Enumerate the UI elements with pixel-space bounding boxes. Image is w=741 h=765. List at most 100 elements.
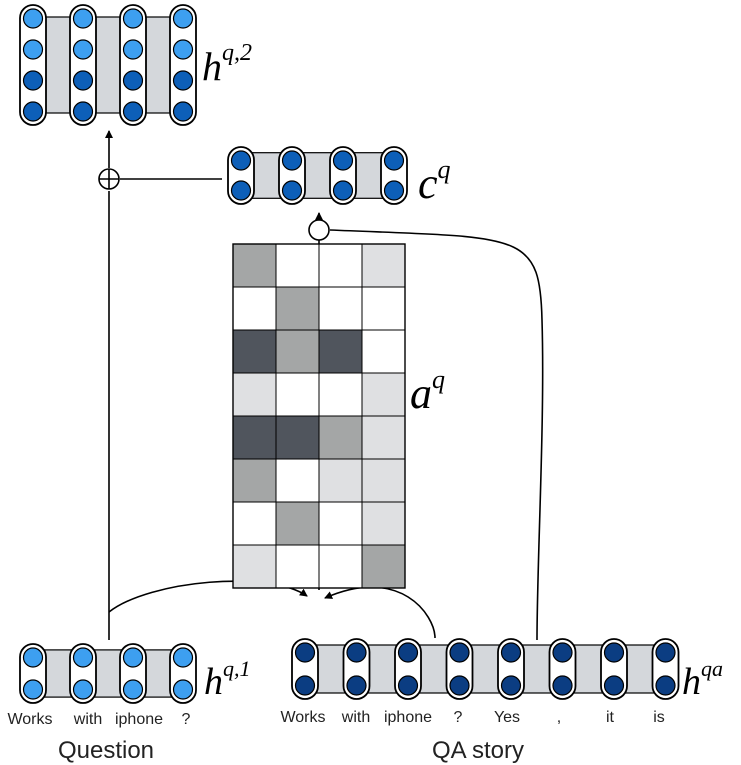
attention-cell bbox=[318, 372, 363, 417]
token-word: ? bbox=[454, 709, 463, 726]
vector-unit bbox=[552, 675, 573, 696]
hq2-vectors bbox=[19, 4, 197, 126]
vector-unit bbox=[122, 101, 144, 122]
attention-cell bbox=[232, 415, 277, 460]
vector-unit bbox=[332, 180, 354, 201]
vector-unit bbox=[603, 675, 625, 696]
sum-operator bbox=[98, 168, 120, 190]
vector-unit bbox=[72, 679, 94, 700]
label-c-q: cq bbox=[418, 155, 451, 208]
attention-cell bbox=[361, 243, 406, 288]
attention-cell bbox=[232, 372, 277, 417]
label-h-q1: hq,1 bbox=[204, 656, 251, 703]
vector-band bbox=[32, 649, 184, 698]
label-a-q: aq bbox=[410, 365, 445, 418]
vector-unit bbox=[655, 675, 676, 696]
vector-unit bbox=[172, 8, 194, 29]
attention-cell bbox=[275, 372, 320, 417]
vector-unit bbox=[22, 101, 44, 122]
hidden-vector bbox=[169, 643, 197, 704]
hidden-vector bbox=[169, 4, 197, 126]
token-word: it bbox=[606, 709, 615, 726]
vector-unit bbox=[294, 675, 316, 696]
vector-unit bbox=[500, 675, 522, 696]
label-h-q2: hq,2 bbox=[202, 40, 252, 89]
attention-cell bbox=[275, 415, 320, 460]
token-word: ? bbox=[182, 711, 191, 728]
vector-unit bbox=[172, 70, 194, 91]
vector-unit bbox=[72, 70, 94, 91]
hidden-vector bbox=[394, 638, 422, 700]
attention-cell bbox=[318, 329, 363, 374]
attention-cell bbox=[232, 286, 277, 331]
token-word: with bbox=[73, 711, 102, 728]
attention-cell bbox=[318, 458, 363, 503]
vector-unit bbox=[230, 180, 252, 201]
vector-unit bbox=[383, 180, 405, 201]
question-caption: Question bbox=[58, 737, 154, 764]
hidden-vector bbox=[69, 4, 97, 126]
attention-cell bbox=[318, 286, 363, 331]
vector-unit bbox=[397, 675, 419, 696]
vector-unit bbox=[281, 180, 303, 201]
hidden-vector bbox=[445, 638, 474, 700]
story-caption: QA story bbox=[432, 737, 524, 764]
attention-cell bbox=[275, 286, 320, 331]
token-word: Works bbox=[280, 709, 325, 726]
vector-band bbox=[32, 16, 184, 114]
vector-unit bbox=[72, 8, 94, 29]
attention-matrix bbox=[232, 243, 406, 589]
vector-unit bbox=[346, 642, 367, 663]
vector-unit bbox=[172, 679, 194, 700]
vector-unit bbox=[172, 101, 194, 122]
attention-cell bbox=[232, 329, 277, 374]
hidden-vector bbox=[651, 638, 680, 700]
attention-cell bbox=[275, 501, 320, 546]
hidden-vector bbox=[227, 146, 255, 205]
token-word: is bbox=[653, 709, 665, 726]
token-word: Yes bbox=[494, 709, 520, 726]
vector-unit bbox=[603, 642, 625, 663]
attention-cell bbox=[361, 501, 406, 546]
vector-unit bbox=[552, 642, 573, 663]
vector-band bbox=[240, 152, 395, 199]
vector-unit bbox=[122, 39, 144, 60]
vector-unit bbox=[72, 647, 94, 668]
attention-cell bbox=[232, 501, 277, 546]
attention-cell bbox=[361, 329, 406, 374]
vector-unit bbox=[294, 642, 316, 663]
vector-unit bbox=[383, 150, 405, 171]
attention-cell bbox=[318, 415, 363, 460]
story-to-attention-curve bbox=[329, 229, 544, 641]
token-word: Works bbox=[7, 711, 52, 728]
hq1-vectors bbox=[19, 643, 197, 704]
vector-unit bbox=[172, 647, 194, 668]
hidden-vector bbox=[278, 146, 306, 205]
vector-unit bbox=[22, 647, 44, 668]
attention-cell bbox=[232, 544, 277, 589]
hidden-vector bbox=[600, 638, 628, 700]
attention-cell bbox=[318, 501, 363, 546]
attention-cell bbox=[232, 243, 277, 288]
vector-unit bbox=[230, 150, 252, 171]
hidden-vector bbox=[291, 638, 319, 700]
attention-cell bbox=[361, 544, 406, 589]
vector-unit bbox=[22, 39, 44, 60]
token-word: , bbox=[557, 709, 561, 726]
vector-unit bbox=[655, 642, 676, 663]
vector-unit bbox=[72, 101, 94, 122]
attention-cell bbox=[318, 243, 363, 288]
vector-unit bbox=[500, 642, 522, 663]
attention-cell bbox=[275, 458, 320, 503]
hqa-vectors bbox=[291, 638, 680, 700]
vector-unit bbox=[22, 70, 44, 91]
vector-unit bbox=[332, 150, 354, 171]
vector-unit bbox=[122, 8, 144, 29]
hidden-vector bbox=[69, 643, 97, 704]
hidden-vector bbox=[329, 146, 357, 205]
hidden-vector bbox=[19, 4, 47, 126]
cq-vectors bbox=[227, 146, 408, 205]
vector-unit bbox=[281, 150, 303, 171]
vector-unit bbox=[122, 647, 144, 668]
